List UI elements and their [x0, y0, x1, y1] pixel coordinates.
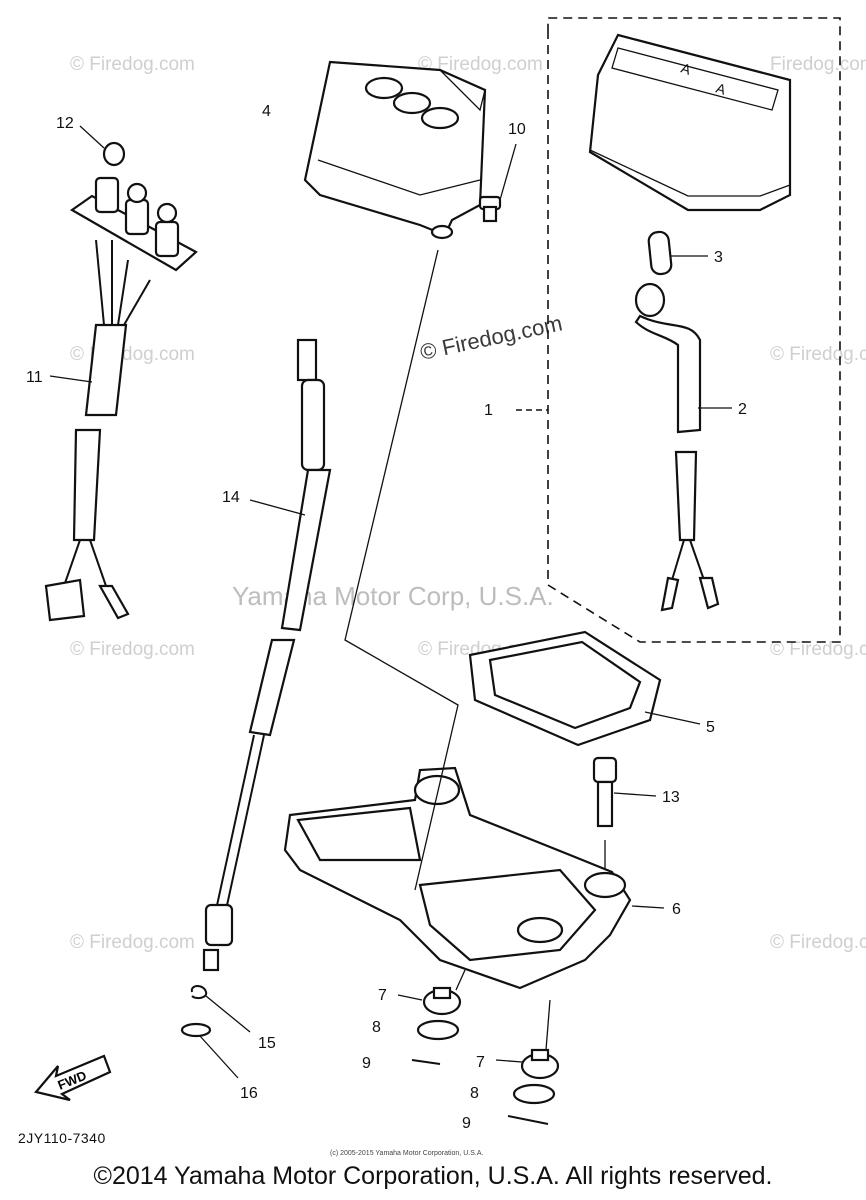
callout-14: 14 [222, 489, 240, 506]
callout-4: 4 [262, 103, 271, 120]
watermark: Firedog.com [770, 54, 866, 75]
bulb-part-3 [647, 230, 708, 276]
callout-15: 15 [258, 1035, 276, 1052]
copyright-notice: ©2014 Yamaha Motor Corporation, U.S.A. A… [93, 1162, 773, 1190]
parts-diagram: © Firedog.com © Firedog.com Firedog.com … [26, 17, 866, 1132]
callout-8: 8 [372, 1019, 381, 1036]
callout-16: 16 [240, 1085, 258, 1102]
watermark: © Firedog.com [770, 344, 866, 365]
speedometer-assembly-part-1: A A [588, 33, 792, 212]
callout-9: 9 [462, 1115, 471, 1132]
callout-13: 13 [662, 789, 680, 806]
watermark-yamaha: Yamaha Motor Corp, U.S.A. [232, 581, 554, 611]
small-copyright: (c) 2005-2015 Yamaha Motor Corporation, … [330, 1150, 484, 1157]
watermarks: © Firedog.com © Firedog.com Firedog.com … [70, 54, 866, 953]
damper-set-lower [495, 999, 560, 1125]
callouts: 1 2 3 4 5 6 7 7 8 8 9 9 10 11 12 13 14 1… [26, 103, 747, 1132]
callout-8: 8 [470, 1085, 479, 1102]
callout-9: 9 [362, 1055, 371, 1072]
callout-2: 2 [738, 401, 747, 418]
diagram-code: 2JY110-7340 [18, 1130, 106, 1146]
watermark: © Firedog.com [770, 932, 866, 953]
clip-and-washer [180, 985, 251, 1079]
callout-7: 7 [476, 1054, 485, 1071]
watermark: © Firedog.com [70, 639, 195, 660]
watermark: © Firedog.com [70, 54, 195, 75]
callout-6: 6 [672, 901, 681, 918]
bolt-part-13 [592, 756, 657, 870]
indicator-socket-part-11 [44, 125, 198, 622]
grommet-part-5 [468, 630, 701, 747]
meter-cover-part-4 [303, 60, 487, 240]
fwd-arrow-icon: FWD [34, 1054, 112, 1102]
callout-11: 11 [26, 369, 43, 386]
watermark: © Firedog.com [418, 54, 543, 75]
dash-leader [344, 249, 459, 891]
watermark-center: © Firedog.com [418, 310, 565, 365]
watermark: © Firedog.com [70, 932, 195, 953]
watermark: © Firedog.com [70, 344, 195, 365]
callout-12: 12 [56, 115, 74, 132]
callout-7: 7 [378, 987, 387, 1004]
socket-cord-part-2 [634, 282, 732, 612]
watermark: © Firedog.com [770, 639, 866, 660]
callout-3: 3 [714, 249, 723, 266]
callout-10: 10 [508, 121, 526, 138]
callout-5: 5 [706, 719, 715, 736]
assembly-1-outline [516, 17, 841, 643]
speedometer-cable-part-14 [202, 338, 332, 972]
damper-set-upper [397, 969, 466, 1065]
callout-1: 1 [484, 402, 493, 419]
meter-bracket-part-6 [283, 766, 665, 990]
screw-part-10 [478, 143, 517, 223]
